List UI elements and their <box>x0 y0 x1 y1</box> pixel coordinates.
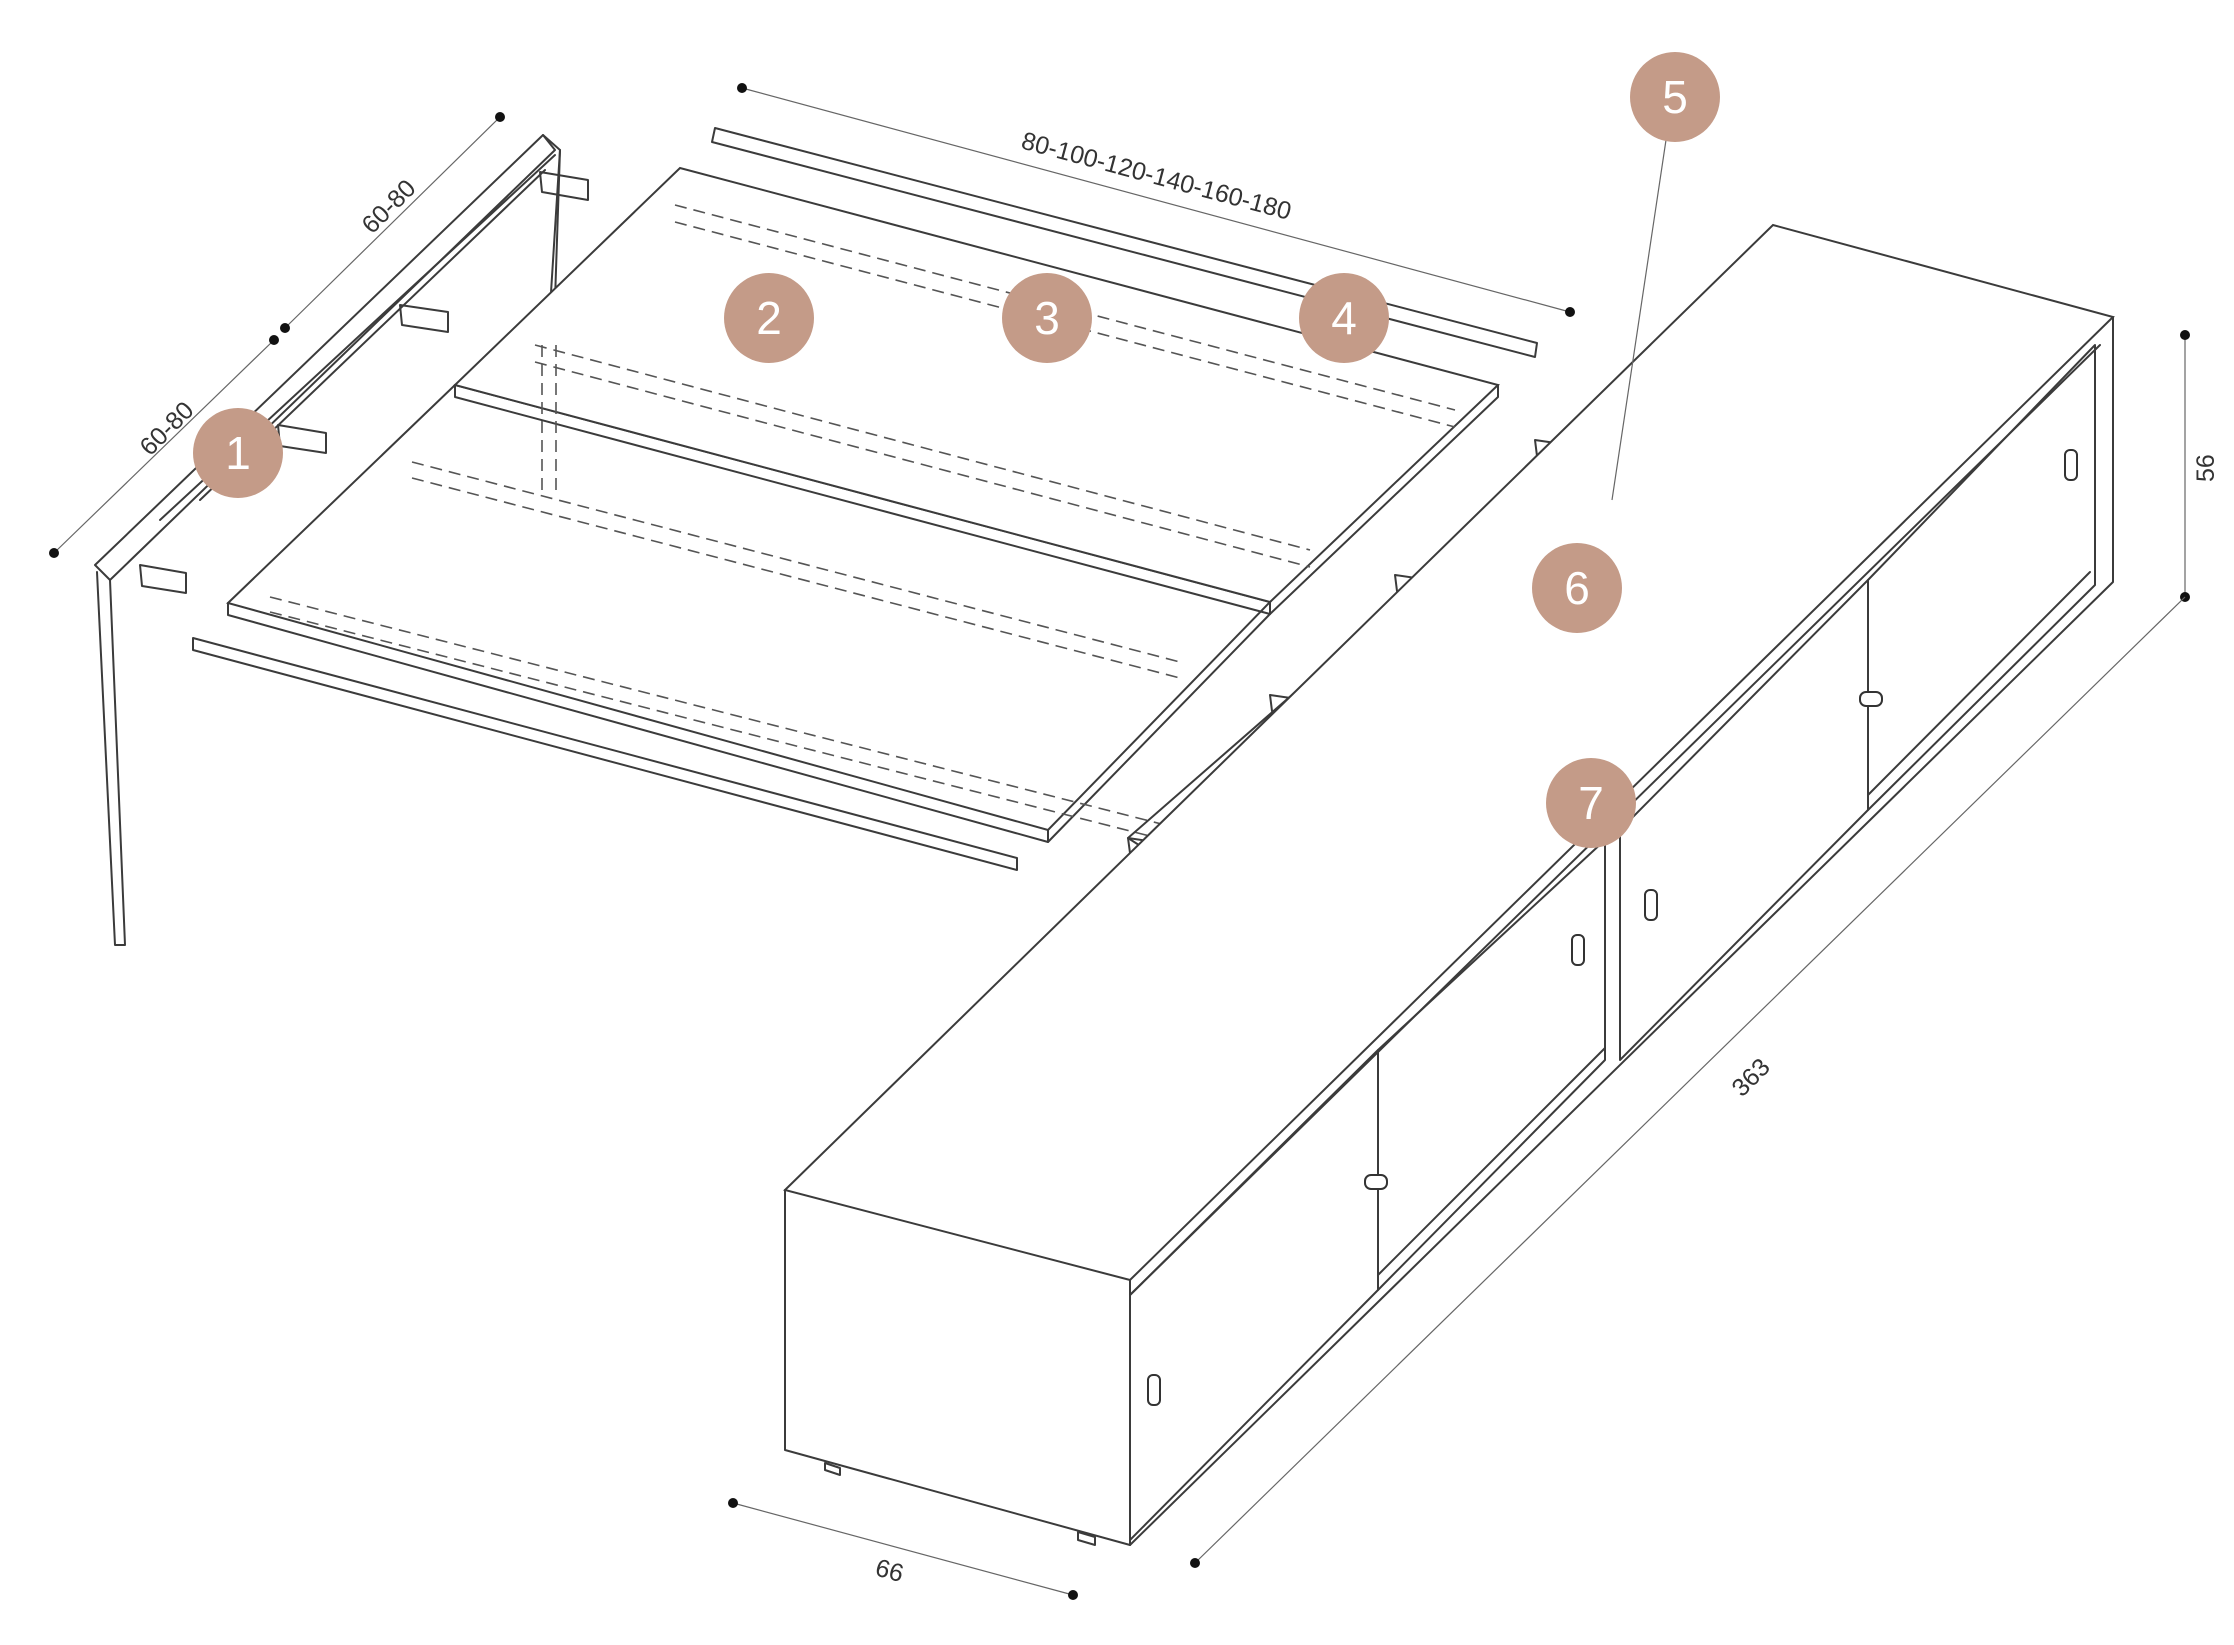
front-rail <box>192 637 1018 871</box>
back-rail <box>711 127 1538 358</box>
dim-height: 56 <box>2192 454 2220 482</box>
svg-text:4: 4 <box>1331 292 1357 344</box>
cabinet <box>783 223 2115 1546</box>
svg-text:7: 7 <box>1578 777 1604 829</box>
dimension-lines <box>49 83 2190 1600</box>
dim-cabinet-depth: 66 <box>872 1554 906 1588</box>
svg-text:1: 1 <box>225 427 251 479</box>
svg-text:6: 6 <box>1564 562 1590 614</box>
dim-depth-top: 60-80 <box>356 174 421 239</box>
dim-length: 363 <box>1726 1053 1775 1102</box>
callout-6: 6 <box>1532 543 1622 633</box>
callout-7: 7 <box>1546 758 1636 848</box>
svg-text:2: 2 <box>756 292 782 344</box>
callout-5: 5 <box>1630 52 1720 142</box>
svg-text:3: 3 <box>1034 292 1060 344</box>
callout-2: 2 <box>724 273 814 363</box>
dim-depth-left: 60-80 <box>134 396 199 461</box>
callout-1: 1 <box>193 408 283 498</box>
svg-text:5: 5 <box>1662 71 1688 123</box>
callout-4: 4 <box>1299 273 1389 363</box>
desktop-panel-back <box>453 166 1500 615</box>
dim-widths: 80-100-120-140-160-180 <box>1018 127 1294 226</box>
callout-3: 3 <box>1002 273 1092 363</box>
